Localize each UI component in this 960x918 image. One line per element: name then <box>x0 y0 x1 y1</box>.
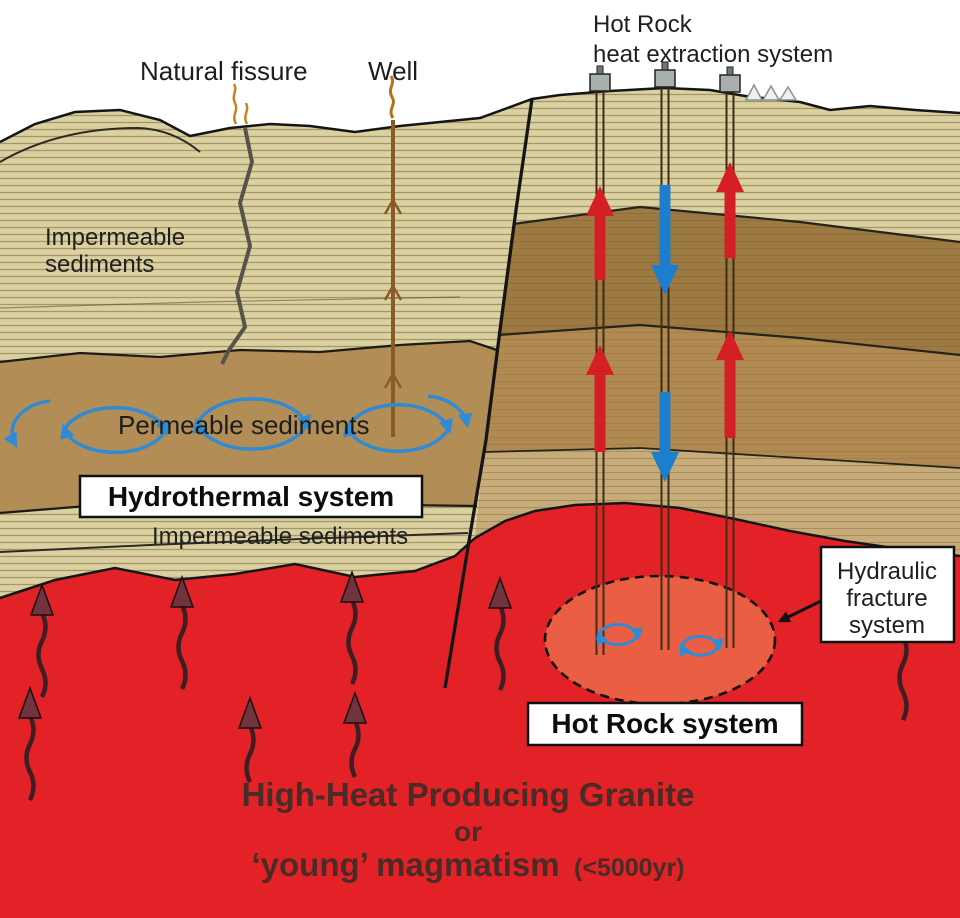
wellhead-icon <box>719 74 741 93</box>
hydraulic-fracture-label-line2: fracture <box>846 585 927 612</box>
natural-fissure-label: Natural fissure <box>140 56 308 86</box>
granite-age: (<5000yr) <box>574 854 685 882</box>
flow-arrows <box>586 162 744 482</box>
convection-arrow-icon <box>679 642 721 657</box>
sediment-dark-band-texture <box>498 207 960 355</box>
convection-arrow-icon <box>3 399 51 448</box>
wellhead-icon <box>589 73 611 92</box>
fault-line <box>443 98 534 689</box>
wellhead-icon <box>654 69 676 88</box>
steam-icon <box>244 102 249 125</box>
convection-arrow-icon <box>194 397 311 431</box>
hydrothermal-system-label: Hydrothermal system <box>108 481 394 512</box>
wellhead-stub <box>661 61 669 71</box>
granite-top-boundary <box>0 501 960 600</box>
impermeable-lower-boundary <box>0 532 469 553</box>
surface-plant <box>589 61 798 101</box>
hydrothermal-label-box <box>78 474 424 519</box>
granite-subtitle-line: ‘young’ magmatism (<5000yr) <box>251 846 684 883</box>
sub-horizon-line <box>0 296 461 309</box>
convection-arrow-icon <box>193 417 310 451</box>
wellhead-stub <box>726 66 734 76</box>
impermeable-upper-label-line2: sediments <box>45 251 154 278</box>
well-up-chevron-icon <box>383 197 403 215</box>
hot-water-up-arrow-icon <box>716 162 744 258</box>
cooling-tower-icon <box>761 84 781 101</box>
cooling-tower-icon <box>744 83 764 101</box>
cooling-tower-icon <box>778 85 798 101</box>
natural-fissure-line <box>220 127 254 365</box>
convection-loops <box>3 394 473 455</box>
label-boxes: Hydrothermal system Hot Rock system Hydr… <box>78 474 956 747</box>
well-label: Well <box>368 56 418 86</box>
well-up-chevron-icon <box>383 283 403 301</box>
steam-icon <box>232 83 238 125</box>
impermeable-lower-label: Impermeable sediments <box>152 523 408 550</box>
ground-surface-line <box>0 86 960 144</box>
hydraulic-fracture-label-box <box>819 545 956 644</box>
fracture-convection-loops <box>596 622 724 657</box>
granite-subtitle: ‘young’ magmatism <box>251 846 559 883</box>
convection-arrow-icon <box>427 394 473 429</box>
pointer-arrow <box>777 599 822 623</box>
hydraulic-fracture-label-line1: Hydraulic <box>837 558 937 585</box>
heat-flow-arrow-icon <box>237 695 263 784</box>
heat-flow-arrow-icon <box>342 690 368 779</box>
production-well <box>383 75 403 437</box>
permeable-top-boundary <box>0 339 498 364</box>
well-up-chevron-icon <box>383 371 403 389</box>
layer-boundary-L2 <box>497 323 960 357</box>
layer-boundary-L1 <box>512 205 960 244</box>
hill-contour-line <box>0 126 201 163</box>
convection-arrow-icon <box>343 421 452 453</box>
natural-fissure <box>220 83 254 365</box>
convection-arrow-icon <box>596 631 640 647</box>
heat-flow-arrow-icon <box>17 685 43 802</box>
impermeable-upper-label-line1: Impermeable <box>45 224 185 251</box>
permeable-sediments-label: Permeable sediments <box>118 410 369 440</box>
hydraulic-fracture-label-line3: system <box>849 612 925 639</box>
fracture-zone-ellipse <box>543 574 777 706</box>
hot-water-up-arrow-icon <box>586 345 614 452</box>
hot-water-up-arrow-icon <box>716 330 744 438</box>
cold-water-down-arrow-icon <box>651 185 679 295</box>
hot-water-up-arrow-icon <box>586 186 614 280</box>
heat-flow-arrow-icon <box>169 574 195 691</box>
granite-title: High-Heat Producing Granite <box>242 776 695 813</box>
extraction-label-line2: heat extraction system <box>593 41 833 68</box>
layer-boundary-L3 <box>483 447 960 469</box>
wellhead-stub <box>596 65 604 75</box>
heat-flow-arrow-icon <box>339 569 365 686</box>
cold-water-down-arrow-icon <box>651 392 679 482</box>
permeable-sediments-layer <box>0 341 497 513</box>
steam-icon <box>388 75 395 119</box>
hot-rock-system-label: Hot Rock system <box>551 708 778 739</box>
hot-rock-label-box <box>526 701 804 747</box>
granite-or: or <box>454 816 482 847</box>
hydraulic-fracture-zone <box>543 574 777 706</box>
heat-flow-arrow-icon <box>487 575 513 692</box>
convection-arrow-icon <box>60 423 169 455</box>
labels: Natural fissure Well Hot Rock heat extra… <box>45 11 833 883</box>
extraction-label-line1: Hot Rock <box>593 11 693 38</box>
heat-flow-arrow-icon <box>29 582 55 699</box>
